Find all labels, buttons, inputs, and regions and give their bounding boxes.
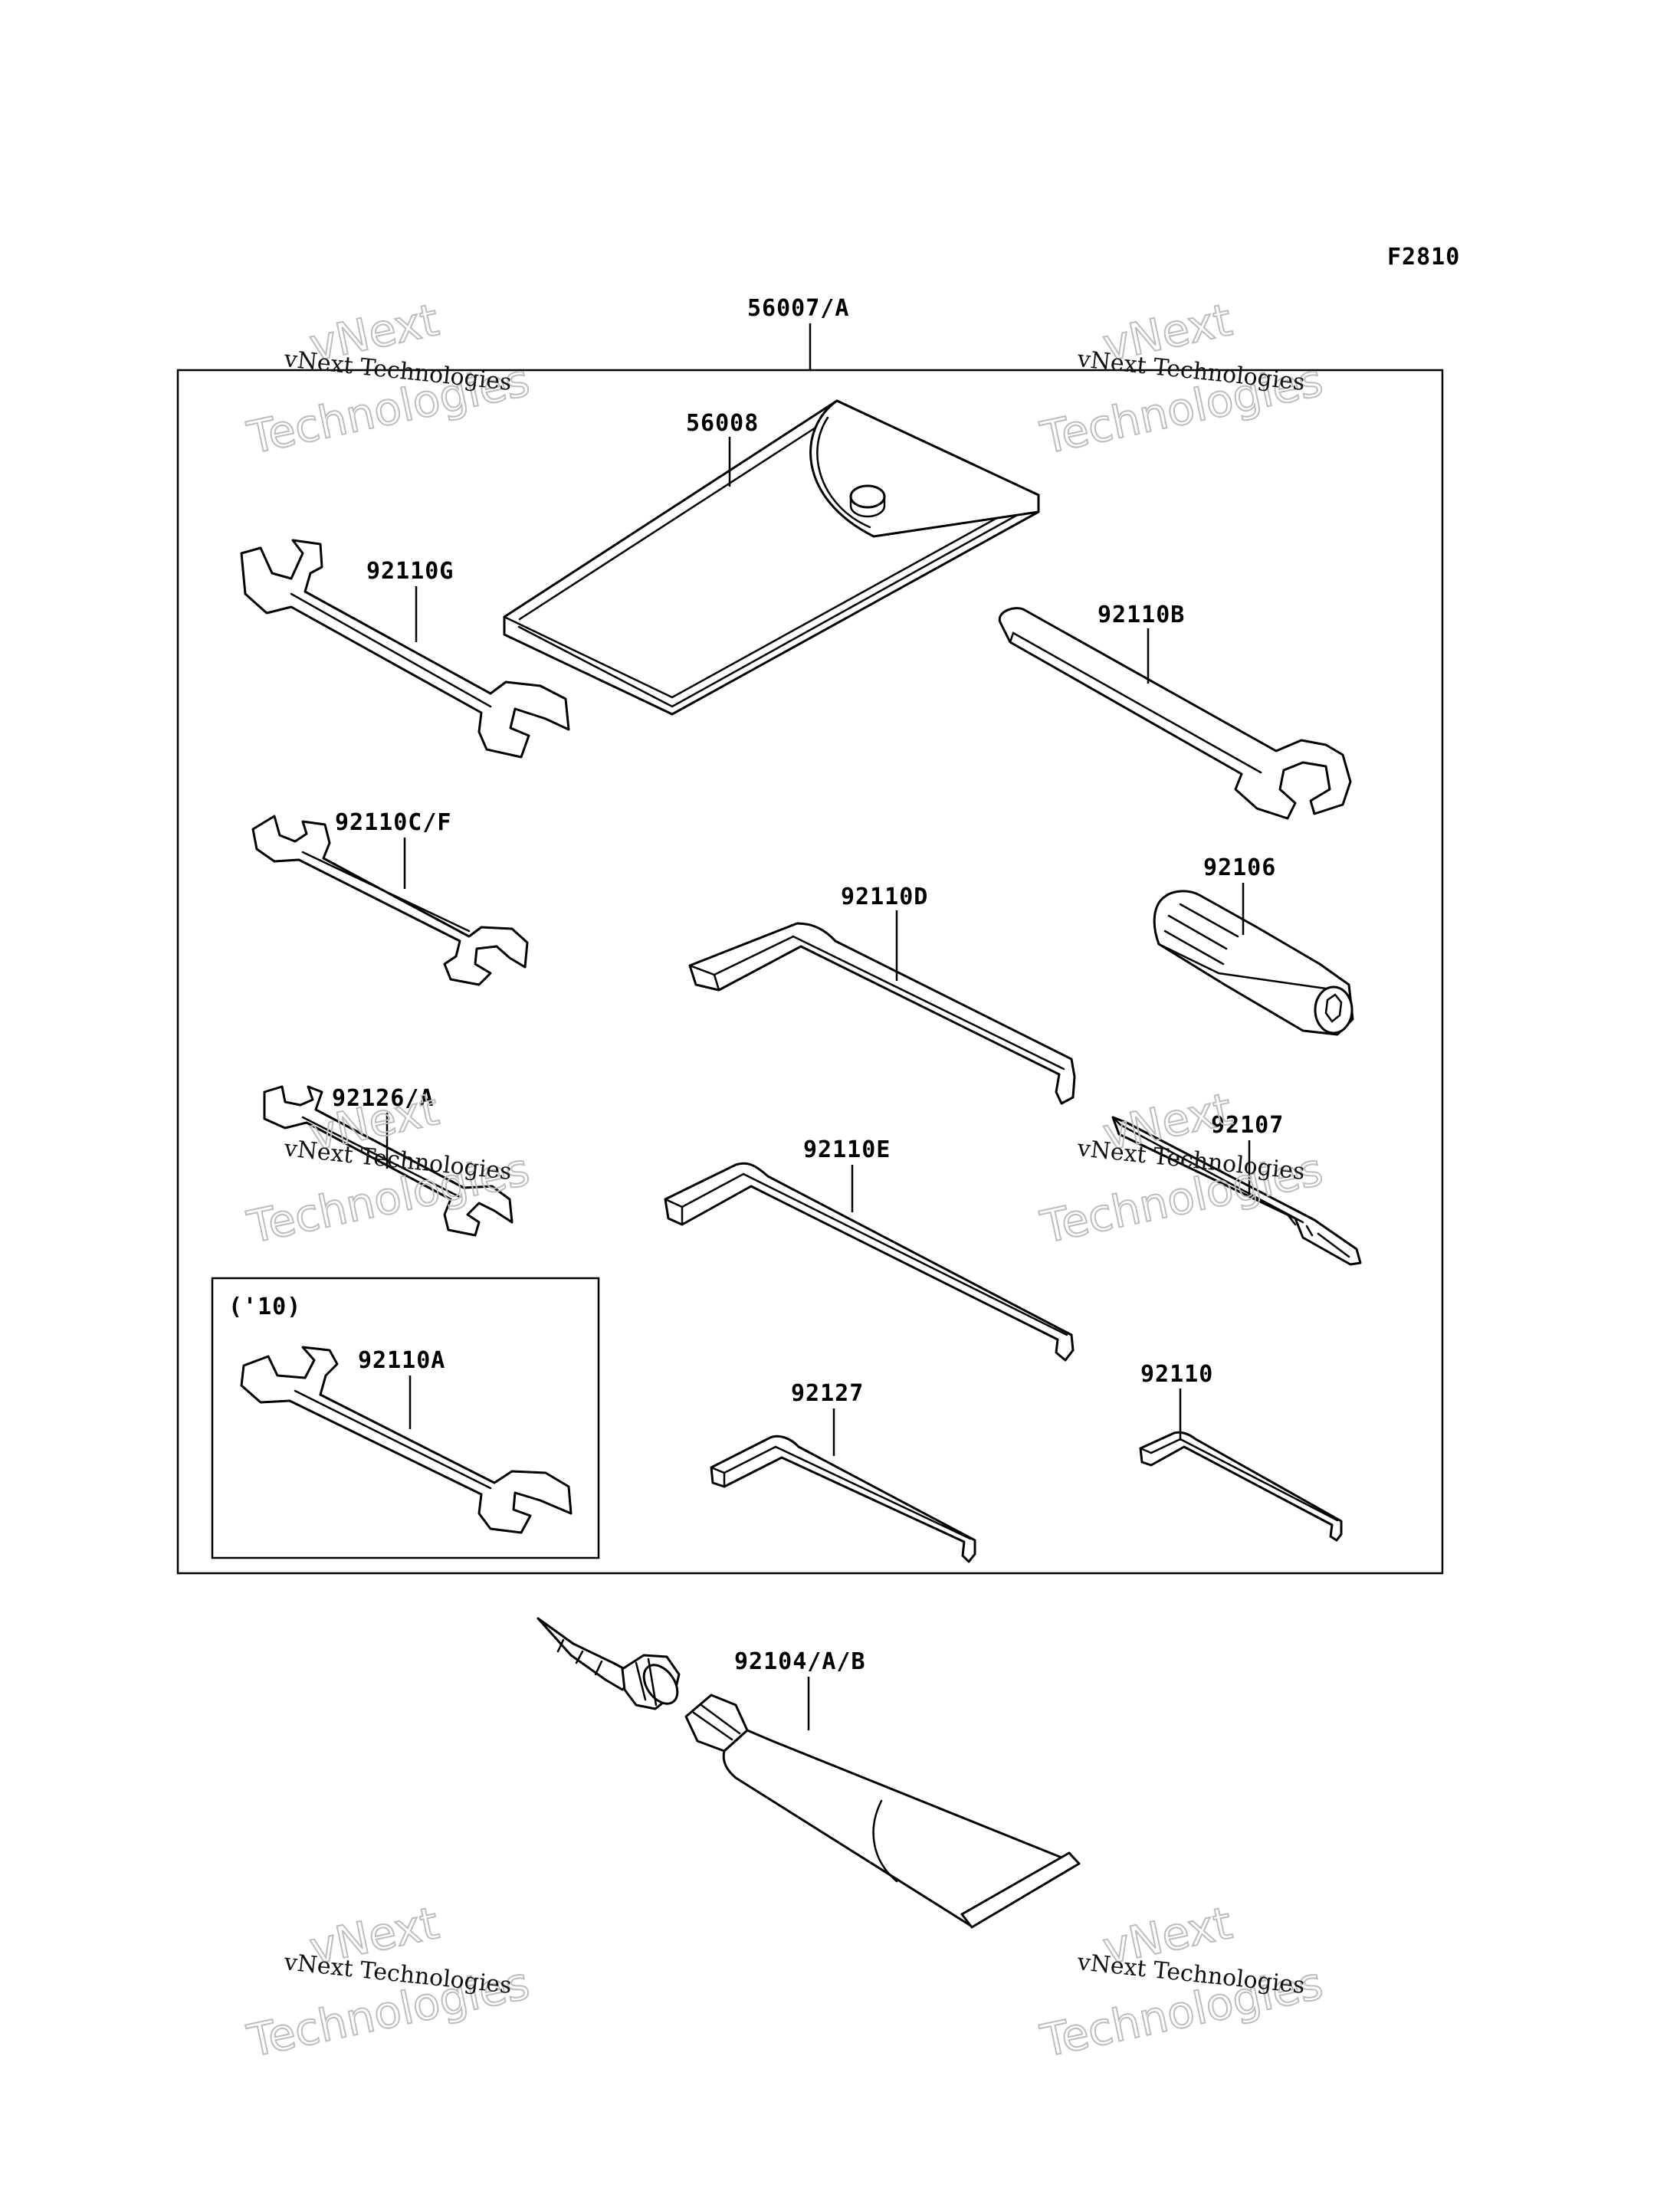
watermark-top-left: vNext Technologies vNext Technologies	[242, 293, 535, 465]
label-92106: 92106	[1203, 854, 1276, 881]
hexkey-92127	[710, 1435, 976, 1563]
watermark-top-right: vNext Technologies vNext Technologies	[1035, 293, 1328, 465]
label-92110A: 92110A	[358, 1347, 445, 1374]
kit-part-number: 56007/A	[747, 295, 849, 322]
hexkey-92110D	[688, 922, 1076, 1105]
tool-bag-56008	[503, 399, 1040, 716]
label-92127: 92127	[791, 1380, 864, 1407]
label-92110CF: 92110C/F	[335, 809, 452, 836]
watermark-bottom-right: vNext Technologies vNext Technologies	[1035, 1896, 1328, 2068]
driver-handle-92106	[1153, 890, 1354, 1036]
label-92110: 92110	[1140, 1361, 1213, 1388]
hexkey-92110	[1139, 1431, 1343, 1542]
label-92110G: 92110G	[366, 558, 454, 585]
subframe-note: ('10)	[228, 1294, 301, 1320]
hexkey-92110E	[664, 1162, 1075, 1362]
figure-id: F2810	[1387, 244, 1460, 271]
watermark-bottom-left: vNext Technologies vNext Technologies	[242, 1896, 535, 2068]
label-56008: 56008	[686, 410, 759, 437]
kit-frame	[176, 369, 1444, 1575]
label-92126A: 92126/A	[332, 1085, 434, 1112]
label-92107: 92107	[1211, 1112, 1284, 1139]
subframe-2010	[211, 1277, 600, 1559]
label-92110B: 92110B	[1098, 602, 1185, 628]
wrench-92110A	[240, 1346, 573, 1534]
wrench-92110CF	[251, 815, 529, 986]
label-92110D: 92110D	[841, 884, 928, 910]
wrench-92110G	[240, 539, 570, 759]
label-92104AB: 92104/A/B	[734, 1648, 866, 1675]
watermark-mid-right: vNext Technologies vNext Technologies	[1035, 1082, 1328, 1254]
tube-92104AB	[536, 1617, 1081, 1929]
driver-bit-92107	[1111, 1116, 1362, 1266]
label-92110E: 92110E	[803, 1136, 891, 1163]
wrench-92110B	[998, 607, 1352, 820]
wrench-92126A	[263, 1085, 514, 1237]
